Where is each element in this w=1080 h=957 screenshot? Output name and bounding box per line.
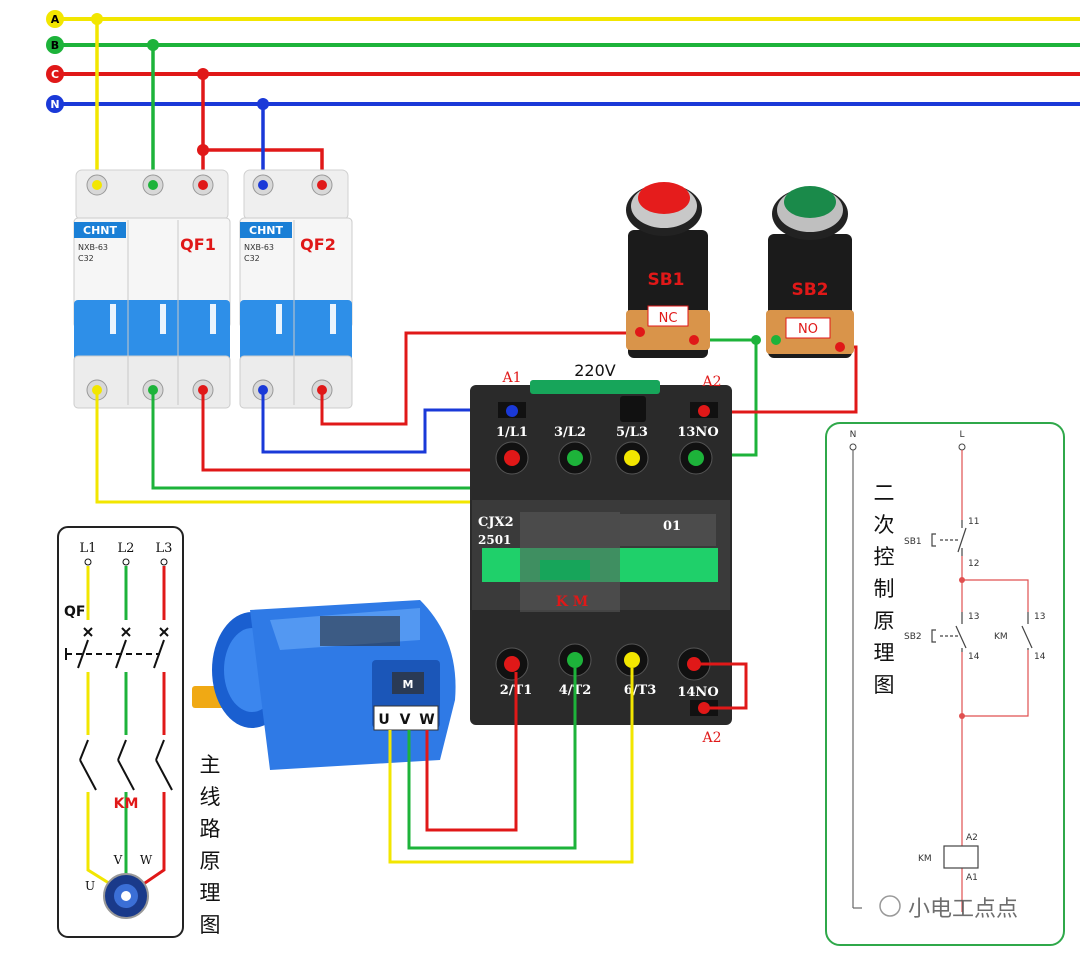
watermark: 小电工点点 (879, 895, 1018, 922)
sb2-label: SB2 (791, 280, 828, 300)
sb2-green-cap (784, 186, 836, 218)
main-km: KM (114, 796, 139, 812)
main-l2: L2 (118, 541, 135, 556)
main-u: U (85, 879, 95, 893)
contactor-term-13no: 13NO (677, 425, 718, 440)
contactor-term-6t3: 6/T3 (624, 683, 657, 698)
main-title-char-4: 原 (200, 849, 221, 873)
main-l3: L3 (156, 541, 173, 556)
breaker-2-rating: C32 (244, 254, 260, 263)
ctrl-a1: A1 (966, 873, 978, 883)
main-title-char-5: 理 (200, 881, 221, 905)
bus-drops (91, 13, 324, 185)
wechat-icon (879, 895, 901, 917)
bus-b-label: B (51, 39, 59, 52)
main-v: V (113, 853, 123, 867)
contactor-aux: 01 (663, 519, 681, 534)
main-qf: QF (64, 604, 85, 620)
ctrl-title-char-4: 制 (874, 577, 895, 601)
ctrl-title-char-7: 图 (874, 673, 895, 697)
bus-bars: A B C N (46, 10, 1080, 113)
ctrl-l: L (959, 430, 964, 440)
contactor-voltage: 220V (574, 361, 616, 380)
motor: M U V W (192, 600, 456, 770)
breaker-3p: CHNT NXB-63 C32 QF1 (73, 169, 231, 409)
ctrl-n12: 12 (968, 559, 979, 569)
main-circuit-title: 主 线 路 原 理 图 (200, 753, 221, 937)
contactor-a1-top: A1 (501, 370, 521, 386)
main-circuit-diagram: L1 L2 L3 QF (57, 526, 221, 938)
breaker-1-rating: C32 (78, 254, 94, 263)
sb1-label: SB1 (647, 270, 684, 290)
contactor-rating: 2501 (478, 533, 511, 547)
ctrl-km-contact: KM (994, 632, 1008, 642)
motor-w: W (419, 712, 434, 728)
qf2-label: QF2 (300, 235, 336, 254)
ctrl-n13b: 13 (1034, 612, 1045, 622)
contactor-km: 220V A1 A2 1/L1 3/L2 5/L3 13NO CJX2 2501… (470, 361, 748, 746)
ctrl-title-char-6: 理 (874, 641, 895, 665)
bus-c-label: C (51, 68, 59, 81)
ctrl-sb1: SB1 (904, 537, 922, 547)
watermark-text: 小电工点点 (908, 897, 1018, 922)
ctrl-n14: 14 (968, 652, 980, 662)
contactor-a2-bottom: A2 (701, 730, 721, 746)
breaker-1-logo-bg (74, 222, 126, 238)
contactor-term-14no: 14NO (677, 685, 718, 700)
contactor-term-5l3: 5/L3 (616, 425, 648, 440)
breaker-1-brand: CHNT (83, 224, 117, 237)
qf1-label: QF1 (180, 235, 216, 254)
ctrl-n13: 13 (968, 612, 979, 622)
main-title-char-6: 图 (200, 913, 221, 937)
main-title-char-2: 线 (200, 785, 221, 809)
ctrl-n11: 11 (968, 517, 979, 527)
breaker-2-brand: CHNT (249, 224, 283, 237)
bus-n-marker (46, 95, 64, 113)
breaker-1-model: NXB-63 (78, 243, 108, 252)
contactor-term-1l1: 1/L1 (496, 425, 528, 440)
control-circuit-diagram: N L (825, 422, 1065, 946)
wiring-contactor-to-motor (388, 668, 634, 864)
ctrl-n14b: 14 (1034, 652, 1046, 662)
breaker-2-logo-bg (240, 222, 292, 238)
ctrl-n: N (850, 430, 857, 440)
contactor-term-3l2: 3/L2 (554, 425, 586, 440)
main-w: W (140, 853, 153, 867)
contactor-a2-top: A2 (701, 374, 721, 390)
motor-badge: M (403, 678, 414, 691)
pushbutton-sb2: SB2 NO (766, 186, 854, 358)
ctrl-title-char-2: 次 (874, 513, 895, 537)
ctrl-a2: A2 (966, 833, 978, 843)
control-circuit-title: 二 次 控 制 原 理 图 (874, 481, 895, 697)
sb2-type-label: NO (798, 322, 818, 337)
bus-c-marker (46, 65, 64, 83)
breaker-2p: CHNT NXB-63 C32 QF2 (239, 169, 353, 409)
motor-v: V (400, 712, 411, 728)
contactor-km-label: K M (556, 594, 589, 610)
breaker-2-model: NXB-63 (244, 243, 274, 252)
ctrl-title-char-3: 控 (874, 545, 895, 569)
motor-u: U (378, 712, 389, 728)
pushbutton-sb1: SB1 NC (626, 182, 710, 358)
ctrl-km-coil: KM (918, 854, 932, 864)
sb1-type-label: NC (659, 311, 678, 326)
ctrl-sb2: SB2 (904, 632, 922, 642)
main-l1: L1 (80, 541, 97, 556)
ctrl-title-char-1: 二 (874, 481, 895, 505)
main-title-char-1: 主 (200, 753, 221, 777)
sb1-red-cap (638, 182, 690, 214)
bus-a-marker (46, 10, 64, 28)
ctrl-title-char-5: 原 (874, 609, 895, 633)
bus-n-label: N (50, 98, 59, 111)
main-title-char-3: 路 (200, 817, 221, 841)
contactor-model: CJX2 (478, 515, 514, 530)
bus-a-label: A (51, 13, 60, 26)
bus-b-marker (46, 36, 64, 54)
